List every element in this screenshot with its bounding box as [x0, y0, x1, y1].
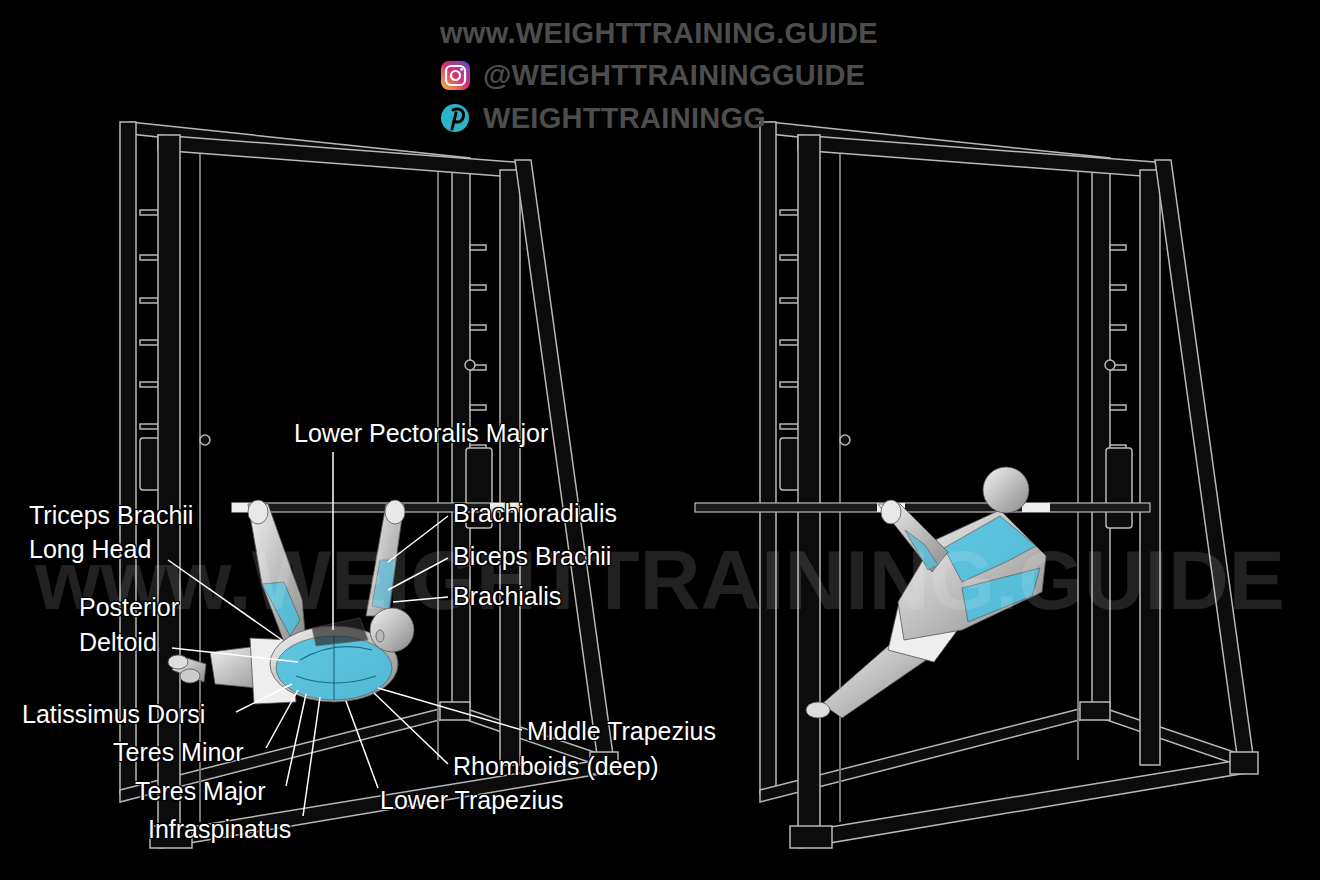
website-header: www.WEIGHTTRAINING.GUIDE — [440, 16, 878, 50]
muscle-label: Rhomboids (deep) — [453, 752, 659, 780]
muscle-label: Lower Trapezius — [380, 786, 563, 814]
muscle-label: Lower Pectoralis Major — [294, 419, 548, 447]
muscle-label: Triceps Brachii Long Head — [29, 498, 229, 566]
muscle-label: Brachialis — [453, 582, 561, 610]
instagram-icon — [441, 61, 470, 90]
muscle-label: Latissimus Dorsi — [22, 700, 205, 728]
muscle-label: Teres Minor — [113, 738, 244, 766]
figure-bottom-position — [168, 500, 414, 704]
instagram-handle: @WEIGHTTRAININGGUIDE — [483, 58, 865, 92]
muscle-label: Infraspinatus — [148, 815, 291, 843]
muscle-label: Middle Trapezius — [527, 717, 716, 745]
pinterest-handle: WEIGHTTRAININGG — [483, 101, 766, 135]
muscle-label: Posterior Deltoid — [79, 590, 204, 660]
muscle-label: Teres Major — [135, 777, 266, 805]
muscle-label: Brachioradialis — [453, 499, 617, 527]
smith-machine — [760, 122, 1258, 848]
watermark: www.WEIGHTTRAINING.GUIDE — [35, 538, 1285, 622]
muscle-label: Biceps Brachii — [453, 542, 611, 570]
figure-top-position — [806, 467, 1046, 718]
barbell — [695, 503, 1150, 512]
pinterest-icon — [441, 104, 469, 132]
